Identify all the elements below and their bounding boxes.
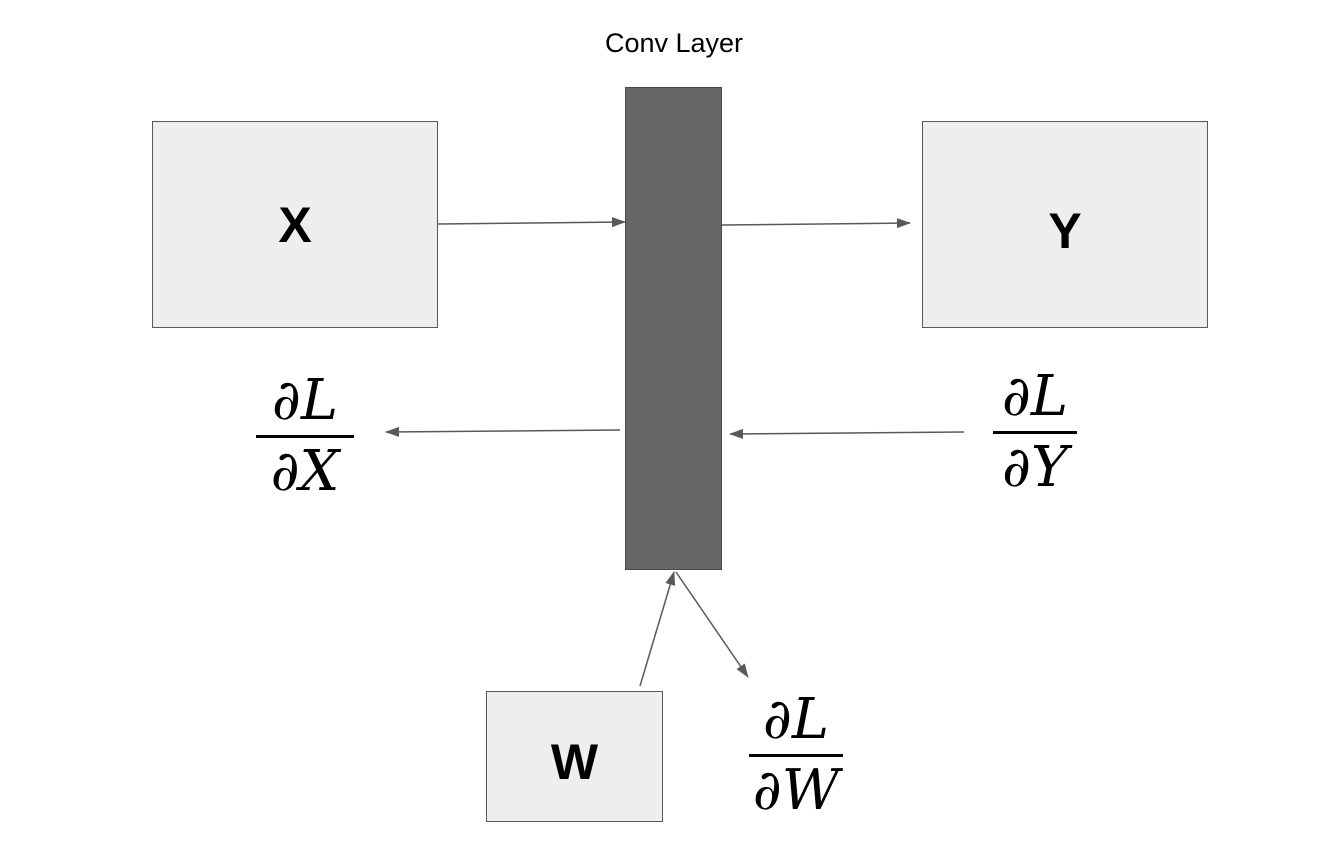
weight-w-box: W bbox=[486, 691, 663, 822]
output-y-label: Y bbox=[1048, 202, 1082, 259]
arrow-grad-y-to-conv bbox=[729, 428, 965, 439]
arrow-conv-to-grad-w bbox=[675, 571, 749, 678]
grad-y-denominator: ∂Y bbox=[1002, 435, 1068, 500]
grad-x-denominator: ∂X bbox=[270, 439, 340, 504]
conv-layer-title: Conv Layer bbox=[604, 28, 744, 58]
output-y-box: Y bbox=[922, 121, 1208, 328]
grad-x-fraction-bar bbox=[256, 435, 354, 438]
arrow-x-to-conv bbox=[437, 217, 626, 228]
grad-w-fraction: ∂L ∂W bbox=[749, 692, 843, 819]
grad-y-numerator: ∂L bbox=[1001, 364, 1069, 429]
grad-w-fraction-bar bbox=[749, 754, 843, 757]
grad-x-fraction: ∂L ∂X bbox=[256, 373, 354, 500]
grad-y-fraction-bar bbox=[993, 431, 1077, 434]
grad-w-numerator: ∂L bbox=[762, 687, 830, 752]
weight-w-label: W bbox=[550, 733, 599, 790]
input-x-box: X bbox=[152, 121, 438, 328]
input-x-label: X bbox=[278, 196, 312, 253]
conv-layer-block bbox=[625, 87, 722, 570]
grad-w-denominator: ∂W bbox=[752, 758, 840, 823]
arrow-conv-to-grad-x bbox=[385, 426, 621, 437]
grad-x-numerator: ∂L bbox=[271, 368, 339, 433]
grad-y-fraction: ∂L ∂Y bbox=[993, 369, 1077, 496]
arrow-w-to-conv bbox=[639, 571, 676, 687]
arrow-conv-to-y bbox=[721, 218, 911, 229]
